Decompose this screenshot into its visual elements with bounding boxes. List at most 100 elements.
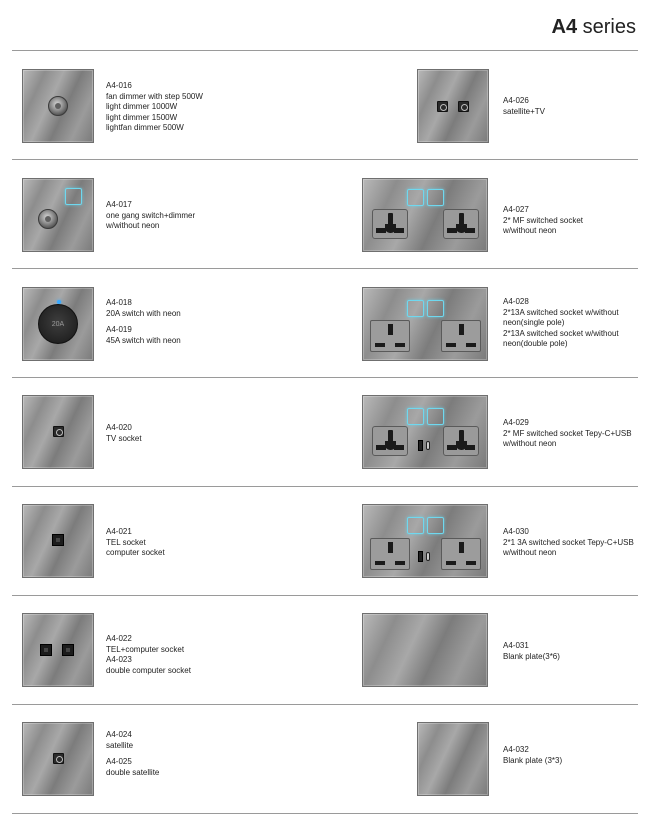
- product-code: A4-029: [503, 418, 529, 427]
- satellite-socket-icon: [53, 753, 64, 764]
- product-code: A4-021: [106, 527, 132, 536]
- spec-a4-030: A4-030 2*1 3A switched socket Tepy-C+USB…: [503, 527, 634, 559]
- plate-a4-016: [22, 69, 94, 143]
- touch-key-icon: [407, 408, 424, 425]
- spec-a4-022: A4-022 TEL+computer socket A4-023 double…: [106, 634, 191, 676]
- touch-key-icon: [427, 517, 444, 534]
- spec-line: double satellite: [106, 767, 160, 777]
- page-header: A4 series: [0, 14, 650, 50]
- spec-line: 20A switch with neon: [106, 308, 181, 318]
- spec-line: light dimmer 1000W: [106, 102, 178, 111]
- product-code: A4-016: [106, 81, 132, 90]
- spec-a4-020: A4-020 TV socket: [106, 423, 142, 444]
- touch-key-icon: [427, 408, 444, 425]
- spec-line: w/without neon: [503, 439, 557, 448]
- spec-a4-021: A4-021 TEL socket computer socket: [106, 527, 165, 559]
- spec-line: fan dimmer with step 500W: [106, 91, 203, 101]
- rj-socket-icon: [52, 534, 64, 546]
- spec-line: 2* MF switched socket: [503, 215, 584, 225]
- usb-c-port-icon: [426, 441, 430, 450]
- spec-a4-031: A4-031 Blank plate(3*6): [503, 641, 560, 662]
- spec-a4-024: A4-024 satellite A4-025 double satellite: [106, 730, 159, 778]
- spec-line: Blank plate(3*6): [503, 651, 560, 661]
- top-divider: [12, 50, 638, 51]
- spec-line: satellite+TV: [503, 106, 546, 116]
- spec-a4-027: A4-027 2* MF switched socket w/without n…: [503, 205, 583, 237]
- dimmer-knob-icon: [38, 209, 58, 229]
- plate-a4-024: [22, 722, 94, 796]
- catalog-row-6: A4-022 TEL+computer socket A4-023 double…: [12, 596, 638, 705]
- rotary-switch-icon: 20A: [38, 304, 78, 344]
- spec-a4-016: A4-016 fan dimmer with step 500W light d…: [106, 81, 203, 134]
- plate-a4-032: [417, 722, 489, 796]
- usb-port-icon: [418, 440, 423, 451]
- product-code: A4-032: [503, 745, 529, 754]
- spec-line: 2*1 3A switched socket Tepy-C+USB: [503, 537, 634, 547]
- spec-line: TV socket: [106, 433, 142, 443]
- spec-line: 2*13A switched socket w/without: [503, 328, 619, 338]
- spec-line: light dimmer 1500W: [106, 112, 178, 122]
- product-code: A4-020: [106, 423, 132, 432]
- spec-line: w/without neon: [106, 221, 160, 230]
- rj-socket-icon: [62, 644, 74, 656]
- spec-line: TEL+computer socket: [106, 644, 185, 654]
- spec-a4-032: A4-032 Blank plate (3*3): [503, 745, 562, 766]
- satellite-socket-icon: [437, 101, 448, 112]
- spec-line: TEL socket: [106, 537, 146, 547]
- spec-line: lightfan dimmer 500W: [106, 123, 184, 132]
- spec-line: Blank plate (3*3): [503, 755, 563, 765]
- spec-a4-028: A4-028 2*13A switched socket w/without n…: [503, 297, 619, 350]
- spec-line: w/without neon: [503, 226, 557, 235]
- plate-a4-028: [362, 287, 488, 361]
- catalog-row-7: A4-024 satellite A4-025 double satellite…: [12, 705, 638, 814]
- touch-key-icon: [65, 188, 82, 205]
- spec-line: one gang switch+dimmer: [106, 210, 196, 220]
- uk-13a-socket-icon: [441, 538, 481, 570]
- spec-line: double computer socket: [106, 665, 191, 675]
- catalog-row-5: A4-021 TEL socket computer socket A4-030…: [12, 487, 638, 596]
- uk-13a-socket-icon: [370, 538, 410, 570]
- touch-key-icon: [407, 189, 424, 206]
- spec-line: 45A switch with neon: [106, 335, 181, 345]
- plate-a4-022: [22, 613, 94, 687]
- plate-a4-027: [362, 178, 488, 252]
- product-code: A4-022: [106, 634, 132, 643]
- uk-13a-socket-icon: [370, 320, 410, 352]
- touch-key-icon: [427, 189, 444, 206]
- spec-line: satellite: [106, 740, 134, 750]
- catalog-row-2: A4-017 one gang switch+dimmer w/without …: [12, 160, 638, 269]
- neon-indicator-icon: [57, 300, 61, 304]
- series-title-rest: series: [577, 16, 636, 38]
- spec-a4-018: A4-018 20A switch with neon A4-019 45A s…: [106, 298, 181, 346]
- product-code: A4-024: [106, 730, 132, 739]
- product-code: A4-025: [106, 757, 132, 766]
- product-code: A4-030: [503, 527, 529, 536]
- plate-a4-018: 20A: [22, 287, 94, 361]
- spec-line: computer socket: [106, 548, 165, 557]
- spec-line: neon(double pole): [503, 339, 568, 348]
- usb-c-port-icon: [426, 552, 430, 561]
- plate-a4-026: [417, 69, 489, 143]
- product-code: A4-026: [503, 96, 529, 105]
- spec-a4-026: A4-026 satellite+TV: [503, 96, 545, 117]
- product-code: A4-027: [503, 205, 529, 214]
- spec-line: w/without neon: [503, 548, 557, 557]
- tv-socket-icon: [53, 426, 64, 437]
- touch-key-icon: [407, 517, 424, 534]
- mf-socket-icon: [372, 209, 408, 239]
- touch-key-icon: [407, 300, 424, 317]
- plate-a4-030: [362, 504, 488, 578]
- spec-line: 2* MF switched socket Tepy-C+USB: [503, 428, 632, 438]
- catalog-row-3: 20A A4-018 20A switch with neon A4-019 4…: [12, 269, 638, 378]
- plate-a4-021: [22, 504, 94, 578]
- product-code: A4-018: [106, 298, 132, 307]
- usb-port-icon: [418, 551, 423, 562]
- product-code: A4-028: [503, 297, 529, 306]
- series-title-bold: A4: [551, 16, 578, 38]
- catalog-row-4: A4-020 TV socket A4-029 2* MF switched s…: [12, 378, 638, 487]
- spec-line: neon(single pole): [503, 318, 565, 327]
- mf-socket-icon: [443, 426, 479, 456]
- spec-a4-017: A4-017 one gang switch+dimmer w/without …: [106, 200, 195, 232]
- catalog-row-1: A4-016 fan dimmer with step 500W light d…: [12, 51, 638, 160]
- spec-a4-029: A4-029 2* MF switched socket Tepy-C+USB …: [503, 418, 632, 450]
